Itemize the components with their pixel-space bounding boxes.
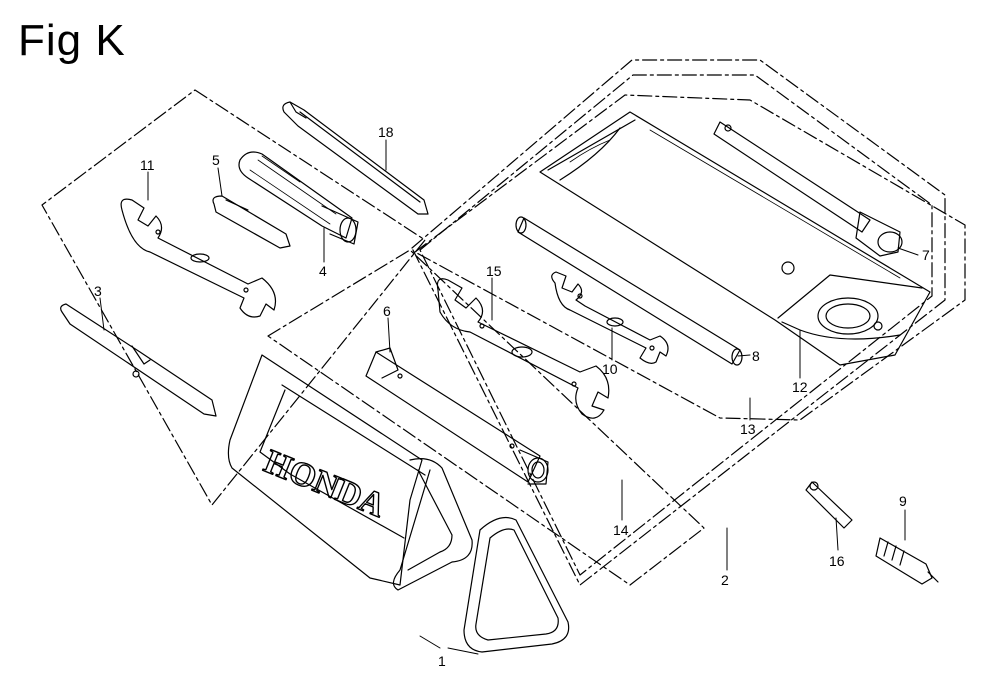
callout-5: 5 xyxy=(212,152,220,168)
callout-4: 4 xyxy=(319,263,327,279)
leader-lines xyxy=(99,139,919,655)
callout-10: 10 xyxy=(602,361,618,377)
callout-7: 7 xyxy=(922,247,930,263)
screwdriver-grip xyxy=(238,151,359,245)
callout-8: 8 xyxy=(752,348,760,364)
box-wrench xyxy=(713,121,903,257)
tool-roll-pouch xyxy=(539,111,931,366)
callout-18: 18 xyxy=(378,124,394,140)
callout-15: 15 xyxy=(486,263,502,279)
group-outline-left xyxy=(41,89,426,506)
spark-plug xyxy=(875,537,939,585)
wrench-double-end xyxy=(120,198,277,318)
tool-bag: HONDA xyxy=(227,354,570,653)
callout-12: 12 xyxy=(792,379,808,395)
callout-2: 2 xyxy=(721,572,729,588)
callout-14: 14 xyxy=(613,522,629,538)
callout-labels: 18 11 5 4 3 6 15 10 8 7 12 13 14 2 16 9 … xyxy=(94,124,930,669)
callout-9: 9 xyxy=(899,493,907,509)
callout-3: 3 xyxy=(94,283,102,299)
callout-1: 1 xyxy=(438,653,446,669)
wrench-large xyxy=(436,278,610,419)
group-outline-kit-13 xyxy=(414,94,966,421)
plug-wrench-bar xyxy=(805,481,853,529)
callout-16: 16 xyxy=(829,553,845,569)
group-outline-kit-14 xyxy=(267,249,705,586)
socket-wrench xyxy=(365,347,549,485)
screwdriver-bit xyxy=(212,195,291,249)
group-outline-kit-2 xyxy=(411,59,946,586)
wrench-small xyxy=(551,271,669,364)
callout-6: 6 xyxy=(383,303,391,319)
bag-brand-text: HONDA xyxy=(259,443,391,525)
screwdriver-long xyxy=(282,101,429,215)
handle-bar xyxy=(515,216,743,366)
figure-title: Fig K xyxy=(18,16,126,65)
screwdriver-flat xyxy=(60,303,217,417)
callout-11: 11 xyxy=(140,157,155,173)
callout-13: 13 xyxy=(740,421,756,437)
